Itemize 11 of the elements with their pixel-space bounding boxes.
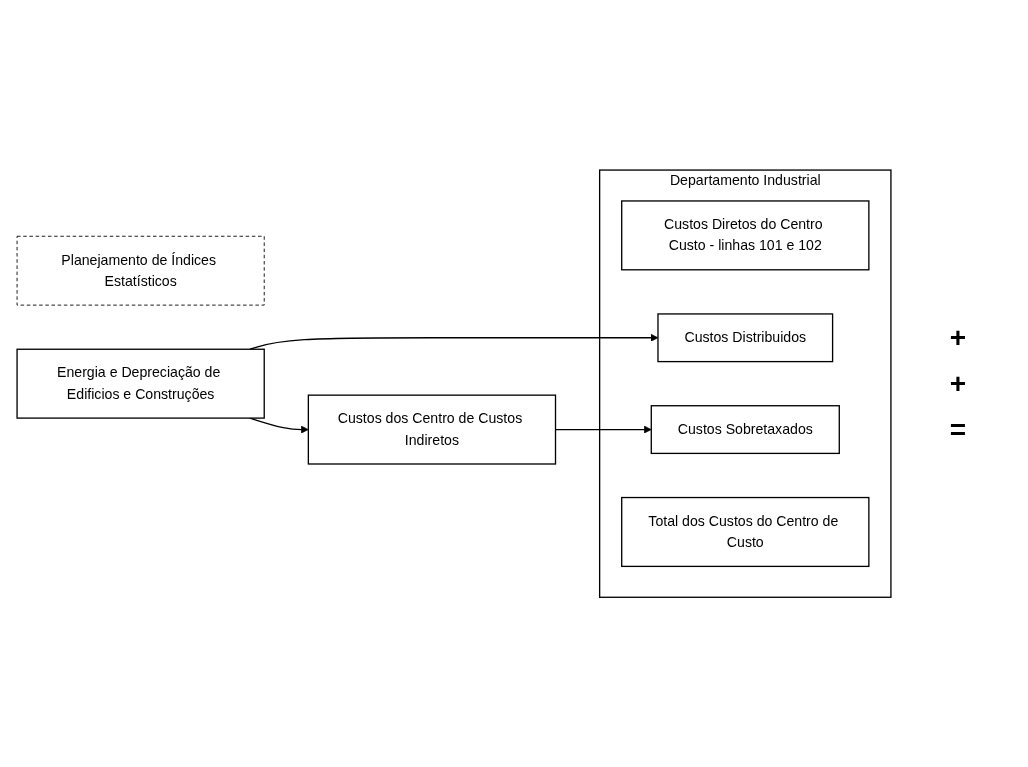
node-box: Custos dos Centro de Custos Indiretos [307, 394, 557, 465]
operator-sign: + [949, 367, 967, 400]
node-box: Planejamento de Índices Estatísticos [16, 235, 265, 306]
node-box: Custos Diretos do Centro Custo - linhas 101 e 102 [621, 200, 870, 271]
operator-sign: + [949, 321, 967, 354]
operator-sign: = [949, 413, 967, 446]
node-box: Energia e Depreciação de Edificios e Construções [16, 348, 265, 419]
node-box: Custos Distribuidos [657, 313, 834, 363]
node-box: Total dos Custos do Centro de Custo [621, 496, 870, 567]
node-box: Custos Sobretaxados [650, 404, 840, 454]
arrow [249, 417, 309, 434]
